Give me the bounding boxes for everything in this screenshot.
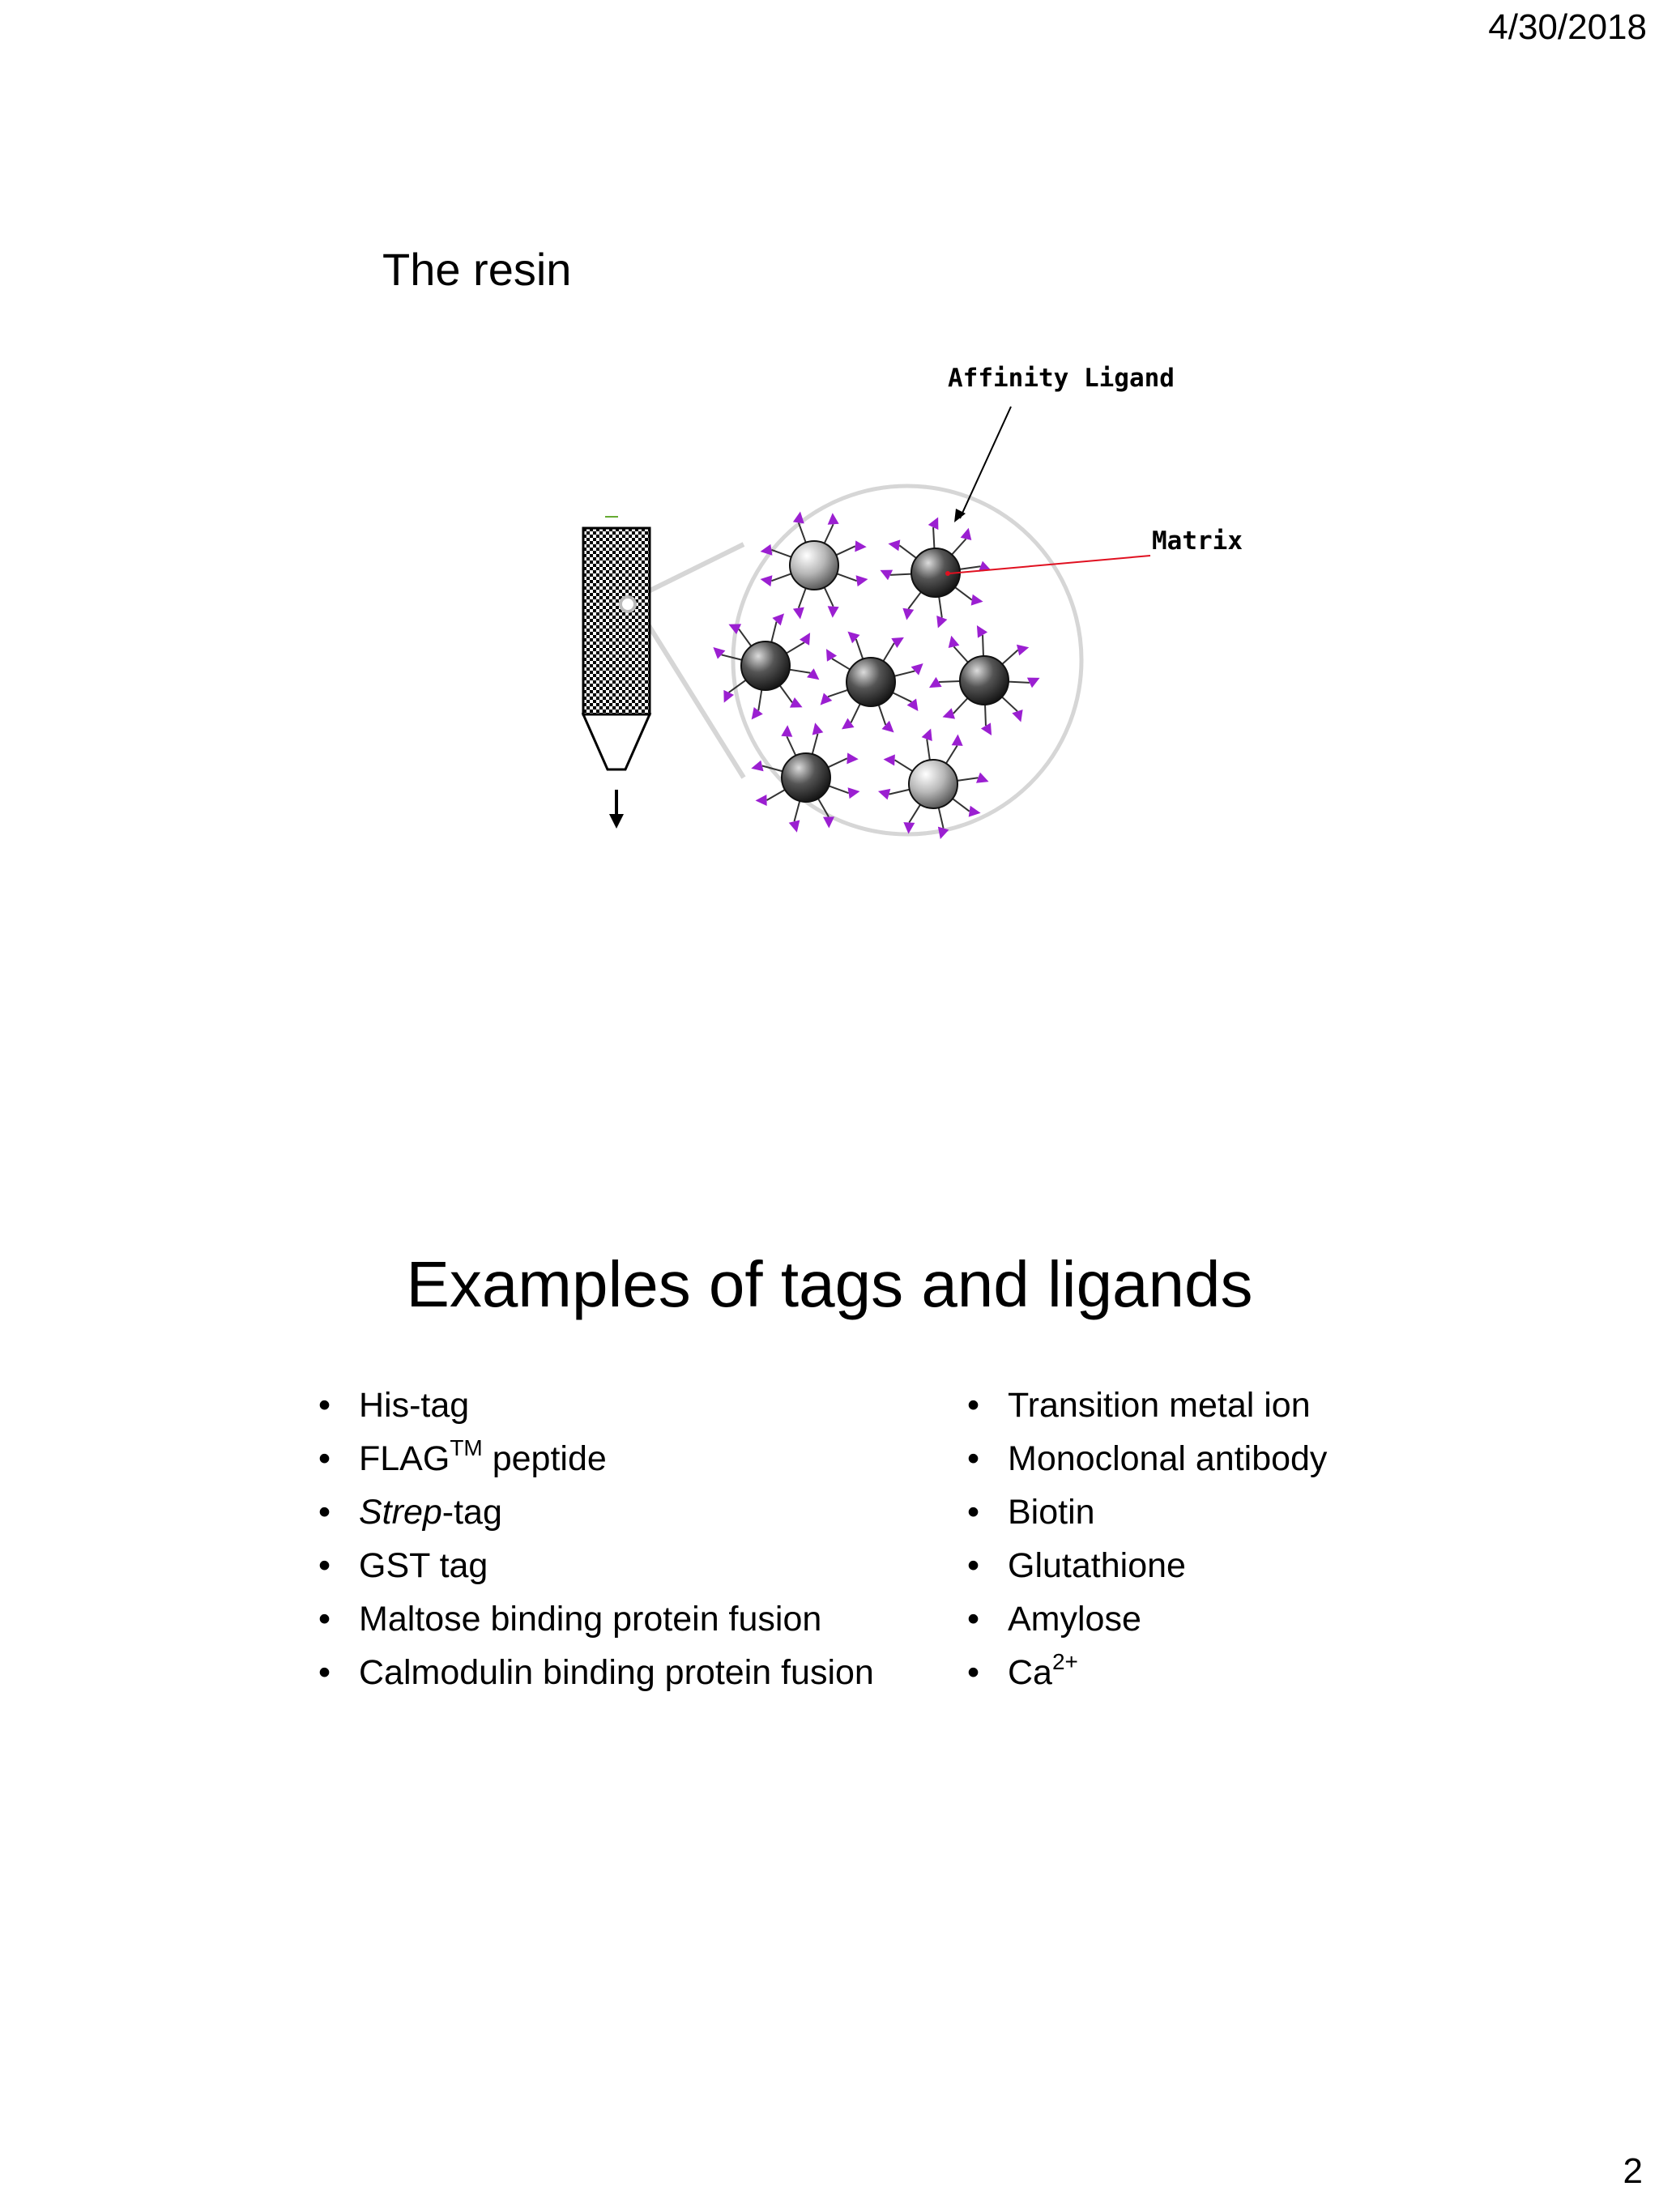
affinity-ligand-label: Affinity Ligand xyxy=(948,364,1175,393)
ligand-biotin: Biotin xyxy=(967,1485,1327,1539)
column-icon xyxy=(581,516,652,829)
resin-bead xyxy=(820,631,923,733)
resin-bead xyxy=(713,613,820,720)
resin-bead xyxy=(877,728,989,840)
page-number: 2 xyxy=(1623,2151,1643,2191)
tag-gst: GST tag xyxy=(318,1539,874,1592)
ligand-metal-ion: Transition metal ion xyxy=(967,1379,1327,1432)
tag-his: His-tag xyxy=(318,1379,874,1432)
tags-list: His-tag FLAGTM peptide Strep-tag GST tag… xyxy=(318,1379,874,1699)
resin-bead xyxy=(751,722,860,833)
tag-strep: Strep-tag xyxy=(318,1485,874,1539)
affinity-ligand-pointer xyxy=(959,406,1012,519)
slide-date: 4/30/2018 xyxy=(1488,7,1647,47)
tag-maltose: Maltose binding protein fusion xyxy=(318,1592,874,1646)
tag-calmodulin: Calmodulin binding protein fusion xyxy=(318,1646,874,1699)
matrix-pointer-dot xyxy=(945,571,950,576)
resin-bead xyxy=(760,511,868,620)
ligand-glutathione: Glutathione xyxy=(967,1539,1327,1592)
tag-flag: FLAGTM peptide xyxy=(318,1432,874,1485)
ligands-list: Transition metal ion Monoclonal antibody… xyxy=(967,1379,1327,1699)
zoom-connector-bottom xyxy=(639,612,746,779)
affinity-ligand-arrowhead xyxy=(954,509,966,522)
slide-title-examples: Examples of tags and ligands xyxy=(406,1248,1253,1320)
ligand-amylose: Amylose xyxy=(967,1592,1327,1646)
ligand-calcium: Ca2+ xyxy=(967,1646,1327,1699)
slide-title-resin: The resin xyxy=(382,244,572,295)
resin-diagram: Affinity Ligand Matrix xyxy=(581,364,1243,840)
ligand-antibody: Monoclonal antibody xyxy=(967,1432,1327,1485)
resin-bead xyxy=(880,517,992,629)
resin-bead xyxy=(928,624,1040,736)
matrix-label: Matrix xyxy=(1152,526,1243,556)
matrix-pointer xyxy=(949,555,1151,574)
